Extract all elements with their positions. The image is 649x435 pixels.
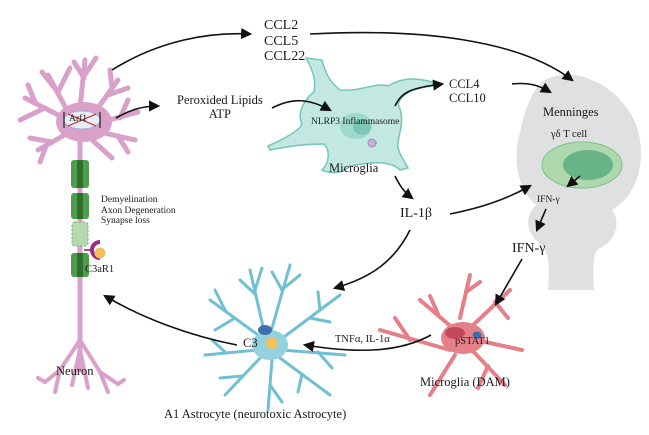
tnf-il1a-label: TNFα, IL-1α xyxy=(335,334,390,345)
microglia-dam-label: Microglia (DAM) xyxy=(420,375,510,389)
effect-synapse-loss: Synapse loss xyxy=(101,216,150,227)
chemokine-ccl2: CCL2 xyxy=(264,18,299,33)
c3ar1-label: C3aR1 xyxy=(85,264,115,275)
chemokine-ccl5: CCL5 xyxy=(264,33,299,49)
microglia-label: Microglia xyxy=(329,161,379,175)
danger-signals-label: Peroxided Lipids ATP xyxy=(177,93,263,121)
astrocyte-shape xyxy=(203,263,347,412)
arrow-ifng-to-dam xyxy=(494,258,523,306)
il1b-label: IL-1β xyxy=(400,206,432,221)
arrow-ccl-top-to-meninges xyxy=(309,31,574,82)
microglia-shape xyxy=(266,57,436,174)
meninges-label: Menninges xyxy=(543,105,599,119)
gamma-delta-t-cell-label: γδ T cell xyxy=(551,129,588,140)
neuron-label: Neuron xyxy=(56,364,94,378)
chemokine-ccl10: CCL10 xyxy=(449,91,486,105)
astrocyte-label: A1 Astrocyte (neurotoxic Astrocyte) xyxy=(164,407,347,421)
neuron-effects-label: Demyelination Axon Degeneration Synapse … xyxy=(101,195,176,227)
arrow-microglia-to-ccl4 xyxy=(394,79,445,107)
arf1-label: Arf1 xyxy=(69,114,87,124)
ifng-small-label: IFN-γ xyxy=(537,195,560,205)
pstat1-label: pSTAT1 xyxy=(455,336,490,347)
effect-axon-degeneration: Axon Degeneration xyxy=(101,205,176,216)
signal-atp: ATP xyxy=(208,107,231,121)
chemokine-ccl4: CCL4 xyxy=(449,77,480,91)
arrows xyxy=(103,27,581,352)
chemokines-top-label: CCL2 CCL5 CCL22 xyxy=(264,18,305,65)
arrow-lipids-to-microglia xyxy=(271,99,332,112)
microglia-dam-body xyxy=(441,322,485,354)
arrow-il1b-to-meninges xyxy=(449,184,532,215)
arrow-astrocyte-to-neuron xyxy=(103,294,238,346)
arrow-neuron-to-ccl-top xyxy=(111,27,253,71)
arrow-dam-to-astrocyte xyxy=(302,334,432,352)
signal-peroxided-lipids: Peroxided Lipids xyxy=(177,93,263,107)
c3ar1-receptor xyxy=(84,240,106,260)
nlrp3-inflammasome-label: NLRP3 Inflammasome xyxy=(311,117,400,127)
myelin-sheaths xyxy=(71,160,89,277)
effect-demyelination: Demyelination xyxy=(101,195,158,205)
arrow-ccl4-to-meninges xyxy=(511,82,552,94)
arrow-il1b-to-astrocyte xyxy=(332,229,411,291)
c3-label: C3 xyxy=(243,336,258,350)
arrow-microglia-to-il1b xyxy=(394,175,414,200)
arf1-nucleus xyxy=(63,110,101,130)
gamma-delta-t-cell xyxy=(541,141,623,189)
ifng-label: IFN-γ xyxy=(512,241,546,256)
arrow-neuron-to-peroxided-lipids xyxy=(115,100,161,119)
astrocyte-body xyxy=(252,325,288,360)
chemokines-mid-label: CCL4 CCL10 xyxy=(449,77,486,105)
arrow-ifng-small-to-ifng xyxy=(535,208,547,233)
arrow-tcell-to-ifng-small xyxy=(566,175,581,188)
chemokine-ccl22: CCL22 xyxy=(264,49,306,65)
